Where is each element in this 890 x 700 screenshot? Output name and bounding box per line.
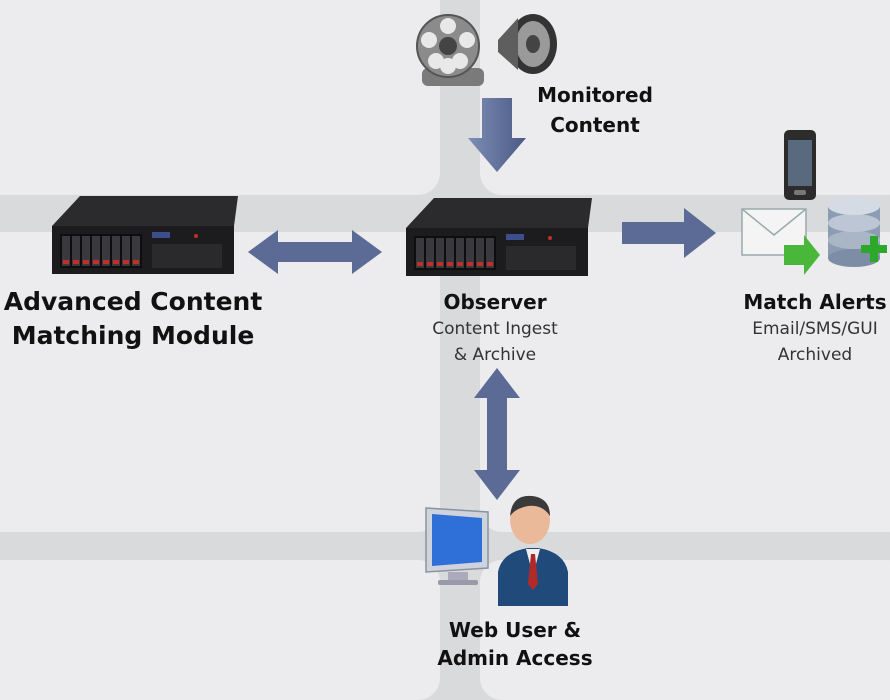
alerts-line1: Email/SMS/GUI [752, 319, 878, 339]
arrow-observer-web [474, 368, 520, 500]
speaker-icon [498, 14, 557, 74]
observer-label: Observer Content Ingest & Archive [400, 288, 590, 368]
background-tile [480, 232, 890, 532]
arrow-monitored-to-observer [468, 98, 526, 172]
background-tile [0, 0, 440, 195]
background-tile [0, 232, 440, 532]
acm-label: Advanced Content Matching Module [3, 287, 263, 350]
observer-line2: & Archive [453, 345, 537, 365]
web-user-label: Web User & Admin Access [437, 618, 593, 670]
film-reel-icon [416, 14, 484, 86]
alerts-title: Match Alerts [743, 290, 887, 314]
database-icon [828, 197, 887, 267]
observer-title: Observer [443, 290, 547, 314]
arrow-acm-observer [248, 230, 382, 274]
server-icon [406, 198, 592, 276]
email-icon [741, 208, 820, 275]
person-icon [498, 495, 568, 606]
phone-icon [784, 130, 816, 200]
server-icon [52, 196, 238, 274]
arrow-observer-to-alerts [622, 208, 716, 258]
alerts-line2: Archived [777, 345, 853, 365]
alerts-label: Match Alerts Email/SMS/GUI Archived [720, 288, 890, 368]
monitored-content-label: Monitored Content [537, 83, 653, 137]
observer-line1: Content Ingest [432, 319, 558, 339]
monitor-icon [425, 507, 489, 585]
background-tile [0, 560, 440, 700]
